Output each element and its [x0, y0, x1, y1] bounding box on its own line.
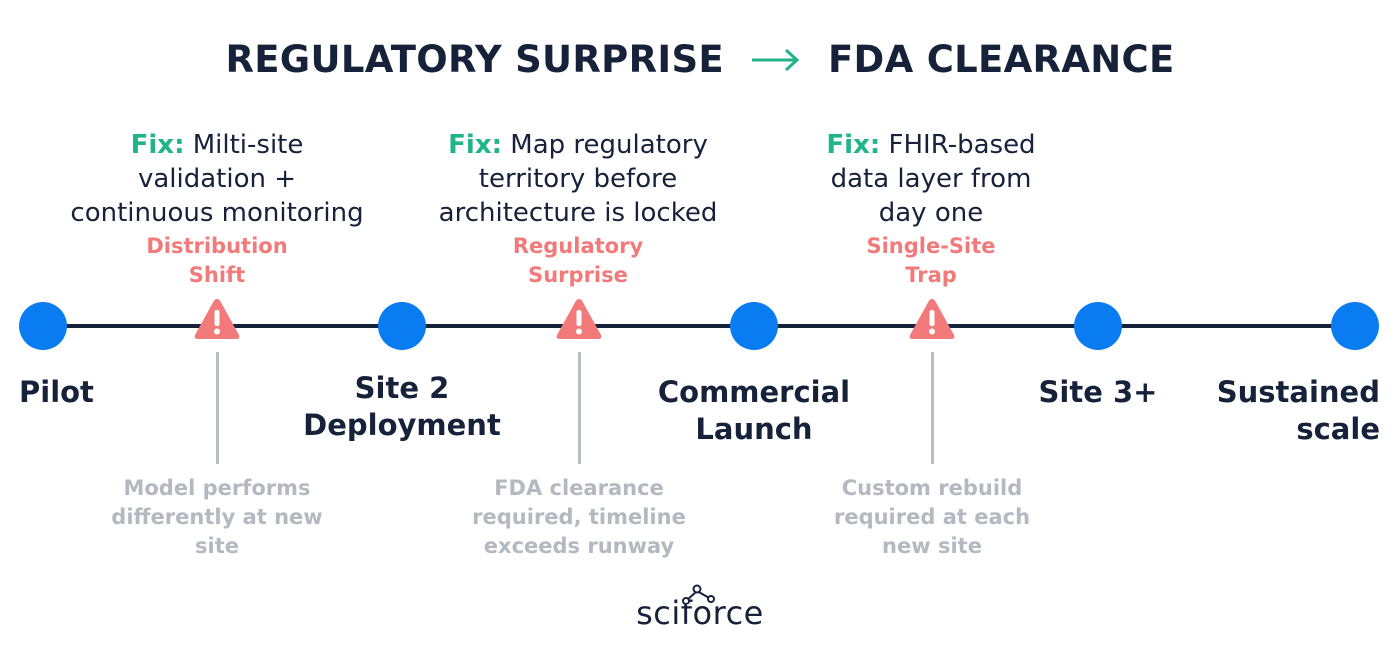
stage-label-site-3: Site 3+: [1018, 374, 1178, 411]
stage-label-line: Launch: [695, 412, 813, 446]
detail-line: Custom rebuild: [841, 476, 1023, 500]
detail-line: site: [195, 534, 239, 558]
problem-line: Distribution: [146, 234, 288, 258]
fix-block-3: Fix: FHIR-based data layer from day one: [741, 128, 1121, 230]
stage-label-line: Sustained: [1216, 375, 1380, 409]
warning-icon: [556, 299, 602, 339]
title-left: REGULATORY SURPRISE: [225, 38, 724, 81]
detail-line: required, timeline: [472, 505, 686, 529]
logo-network-icon: [682, 584, 716, 604]
connector-line: [216, 352, 219, 464]
logo-text: sciforce: [636, 594, 764, 632]
stage-label-line: scale: [1296, 412, 1380, 446]
arrow-right-icon: [751, 48, 800, 71]
fix-text-line: architecture is locked: [438, 198, 718, 228]
diagram-title: REGULATORY SURPRISE FDA CLEARANCE: [0, 38, 1400, 81]
problem-line: Single-Site: [866, 234, 996, 258]
stage-label-site-2: Site 2 Deployment: [282, 370, 522, 444]
fix-label: Fix:: [826, 130, 881, 160]
fix-text-line: day one: [878, 198, 984, 228]
problem-line: Shift: [188, 263, 246, 287]
sciforce-logo: sciforce: [0, 584, 1400, 632]
warning-icon: [909, 299, 955, 339]
stage-label-line: Deployment: [303, 408, 501, 442]
stage-label-line: Commercial: [657, 375, 851, 409]
fix-text-line: Map regulatory: [510, 130, 708, 160]
detail-line: new site: [882, 534, 982, 558]
problem-label-2: Regulatory Surprise: [448, 232, 708, 290]
detail-line: Model performs: [123, 476, 311, 500]
title-right: FDA CLEARANCE: [827, 38, 1175, 81]
detail-line: exceeds runway: [483, 534, 675, 558]
stage-label-pilot: Pilot: [19, 374, 94, 411]
risk-detail-3: Custom rebuild required at each new site: [807, 474, 1057, 561]
connector-line: [578, 352, 581, 464]
fix-text-line: Milti-site: [192, 130, 304, 160]
problem-label-1: Distribution Shift: [87, 232, 347, 290]
fix-text-line: continuous monitoring: [70, 198, 364, 228]
fix-text-line: data layer from: [830, 164, 1032, 194]
warning-icon: [194, 299, 240, 339]
stage-label-commercial-launch: Commercial Launch: [634, 374, 874, 448]
fix-block-1: Fix: Milti-site validation + continuous …: [27, 128, 407, 230]
stage-label-line: Pilot: [19, 375, 94, 409]
problem-label-3: Single-Site Trap: [801, 232, 1061, 290]
fix-text-line: FHIR-based: [888, 130, 1036, 160]
fix-text-line: validation +: [137, 164, 297, 194]
stage-node-pilot: [19, 302, 67, 350]
timeline-line: [42, 324, 1354, 328]
fix-label: Fix:: [130, 130, 185, 160]
stage-label-line: Site 2: [354, 371, 450, 405]
problem-line: Trap: [905, 263, 957, 287]
stage-label-line: Site 3+: [1038, 375, 1158, 409]
stage-label-sustained-scale: Sustained scale: [1180, 374, 1380, 448]
risk-detail-1: Model performs differently at new site: [92, 474, 342, 561]
stage-node-sustained-scale: [1331, 302, 1379, 350]
connector-line: [931, 352, 934, 464]
stage-node-site-3: [1074, 302, 1122, 350]
fix-text-line: territory before: [478, 164, 678, 194]
stage-node-site-2: [378, 302, 426, 350]
problem-line: Regulatory: [512, 234, 644, 258]
fix-label: Fix:: [448, 130, 502, 160]
detail-line: required at each: [833, 505, 1031, 529]
detail-line: differently at new: [111, 505, 323, 529]
fix-block-2: Fix: Map regulatory territory before arc…: [388, 128, 768, 230]
stage-node-commercial-launch: [730, 302, 778, 350]
detail-line: FDA clearance: [494, 476, 664, 500]
risk-detail-2: FDA clearance required, timeline exceeds…: [454, 474, 704, 561]
problem-line: Surprise: [528, 263, 628, 287]
